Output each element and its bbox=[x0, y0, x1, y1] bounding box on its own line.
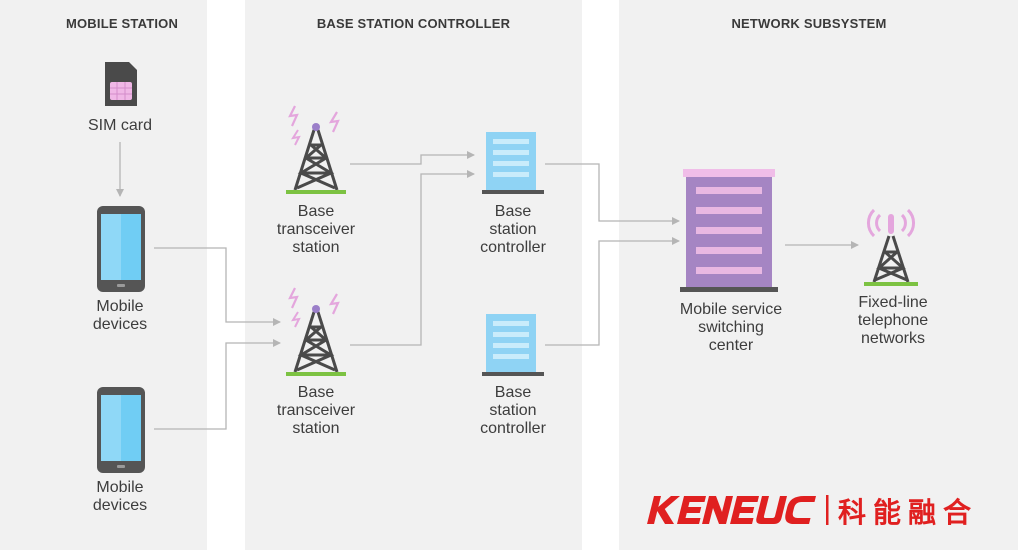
cell-tower-icon bbox=[286, 287, 346, 376]
pstn-label: Fixed-line telephone networks bbox=[857, 294, 929, 347]
broadcast-tower-icon bbox=[864, 208, 918, 286]
bts-label: Base transceiver station bbox=[276, 203, 356, 256]
arrow-bsc1-to-msc bbox=[545, 163, 680, 225]
arrow-mobile2-to-bts2 bbox=[154, 339, 281, 430]
section-header-base-station-controller: BASE STATION CONTROLLER bbox=[316, 16, 511, 31]
arrow-bsc2-to-msc bbox=[545, 237, 680, 346]
cell-tower-icon bbox=[286, 105, 346, 194]
bsc-label: Base station controller bbox=[480, 203, 546, 256]
sim-card-label: SIM card bbox=[87, 117, 152, 134]
arrow-bts1-to-bsc1 bbox=[350, 151, 475, 165]
keneuc-brand-logo: 科能融合 bbox=[647, 495, 978, 528]
msc-label: Mobile service switching center bbox=[679, 301, 783, 354]
mobile-phone-icon bbox=[97, 206, 145, 292]
section-header-mobile-station: MOBILE STATION bbox=[65, 16, 179, 31]
bsc-label: Base station controller bbox=[480, 384, 546, 437]
mobile-devices-label: Mobile devices bbox=[92, 479, 148, 514]
logo-chinese-text: 科能融合 bbox=[838, 496, 978, 528]
switching-center-building-icon bbox=[680, 169, 778, 292]
server-rack-icon bbox=[482, 132, 544, 194]
arrow-mobile1-to-bts2 bbox=[154, 247, 281, 326]
server-rack-icon bbox=[482, 314, 544, 376]
mobile-devices-label: Mobile devices bbox=[92, 298, 148, 333]
panel-network-subsystem bbox=[619, 0, 1018, 550]
mobile-phone-icon bbox=[97, 387, 145, 473]
panel-base-station-controller bbox=[245, 0, 582, 550]
section-header-network-subsystem: NETWORK SUBSYSTEM bbox=[731, 16, 887, 31]
sim-card-icon bbox=[105, 62, 137, 106]
arrow-bts2-to-bsc1 bbox=[350, 170, 475, 346]
bts-label: Base transceiver station bbox=[276, 384, 356, 437]
